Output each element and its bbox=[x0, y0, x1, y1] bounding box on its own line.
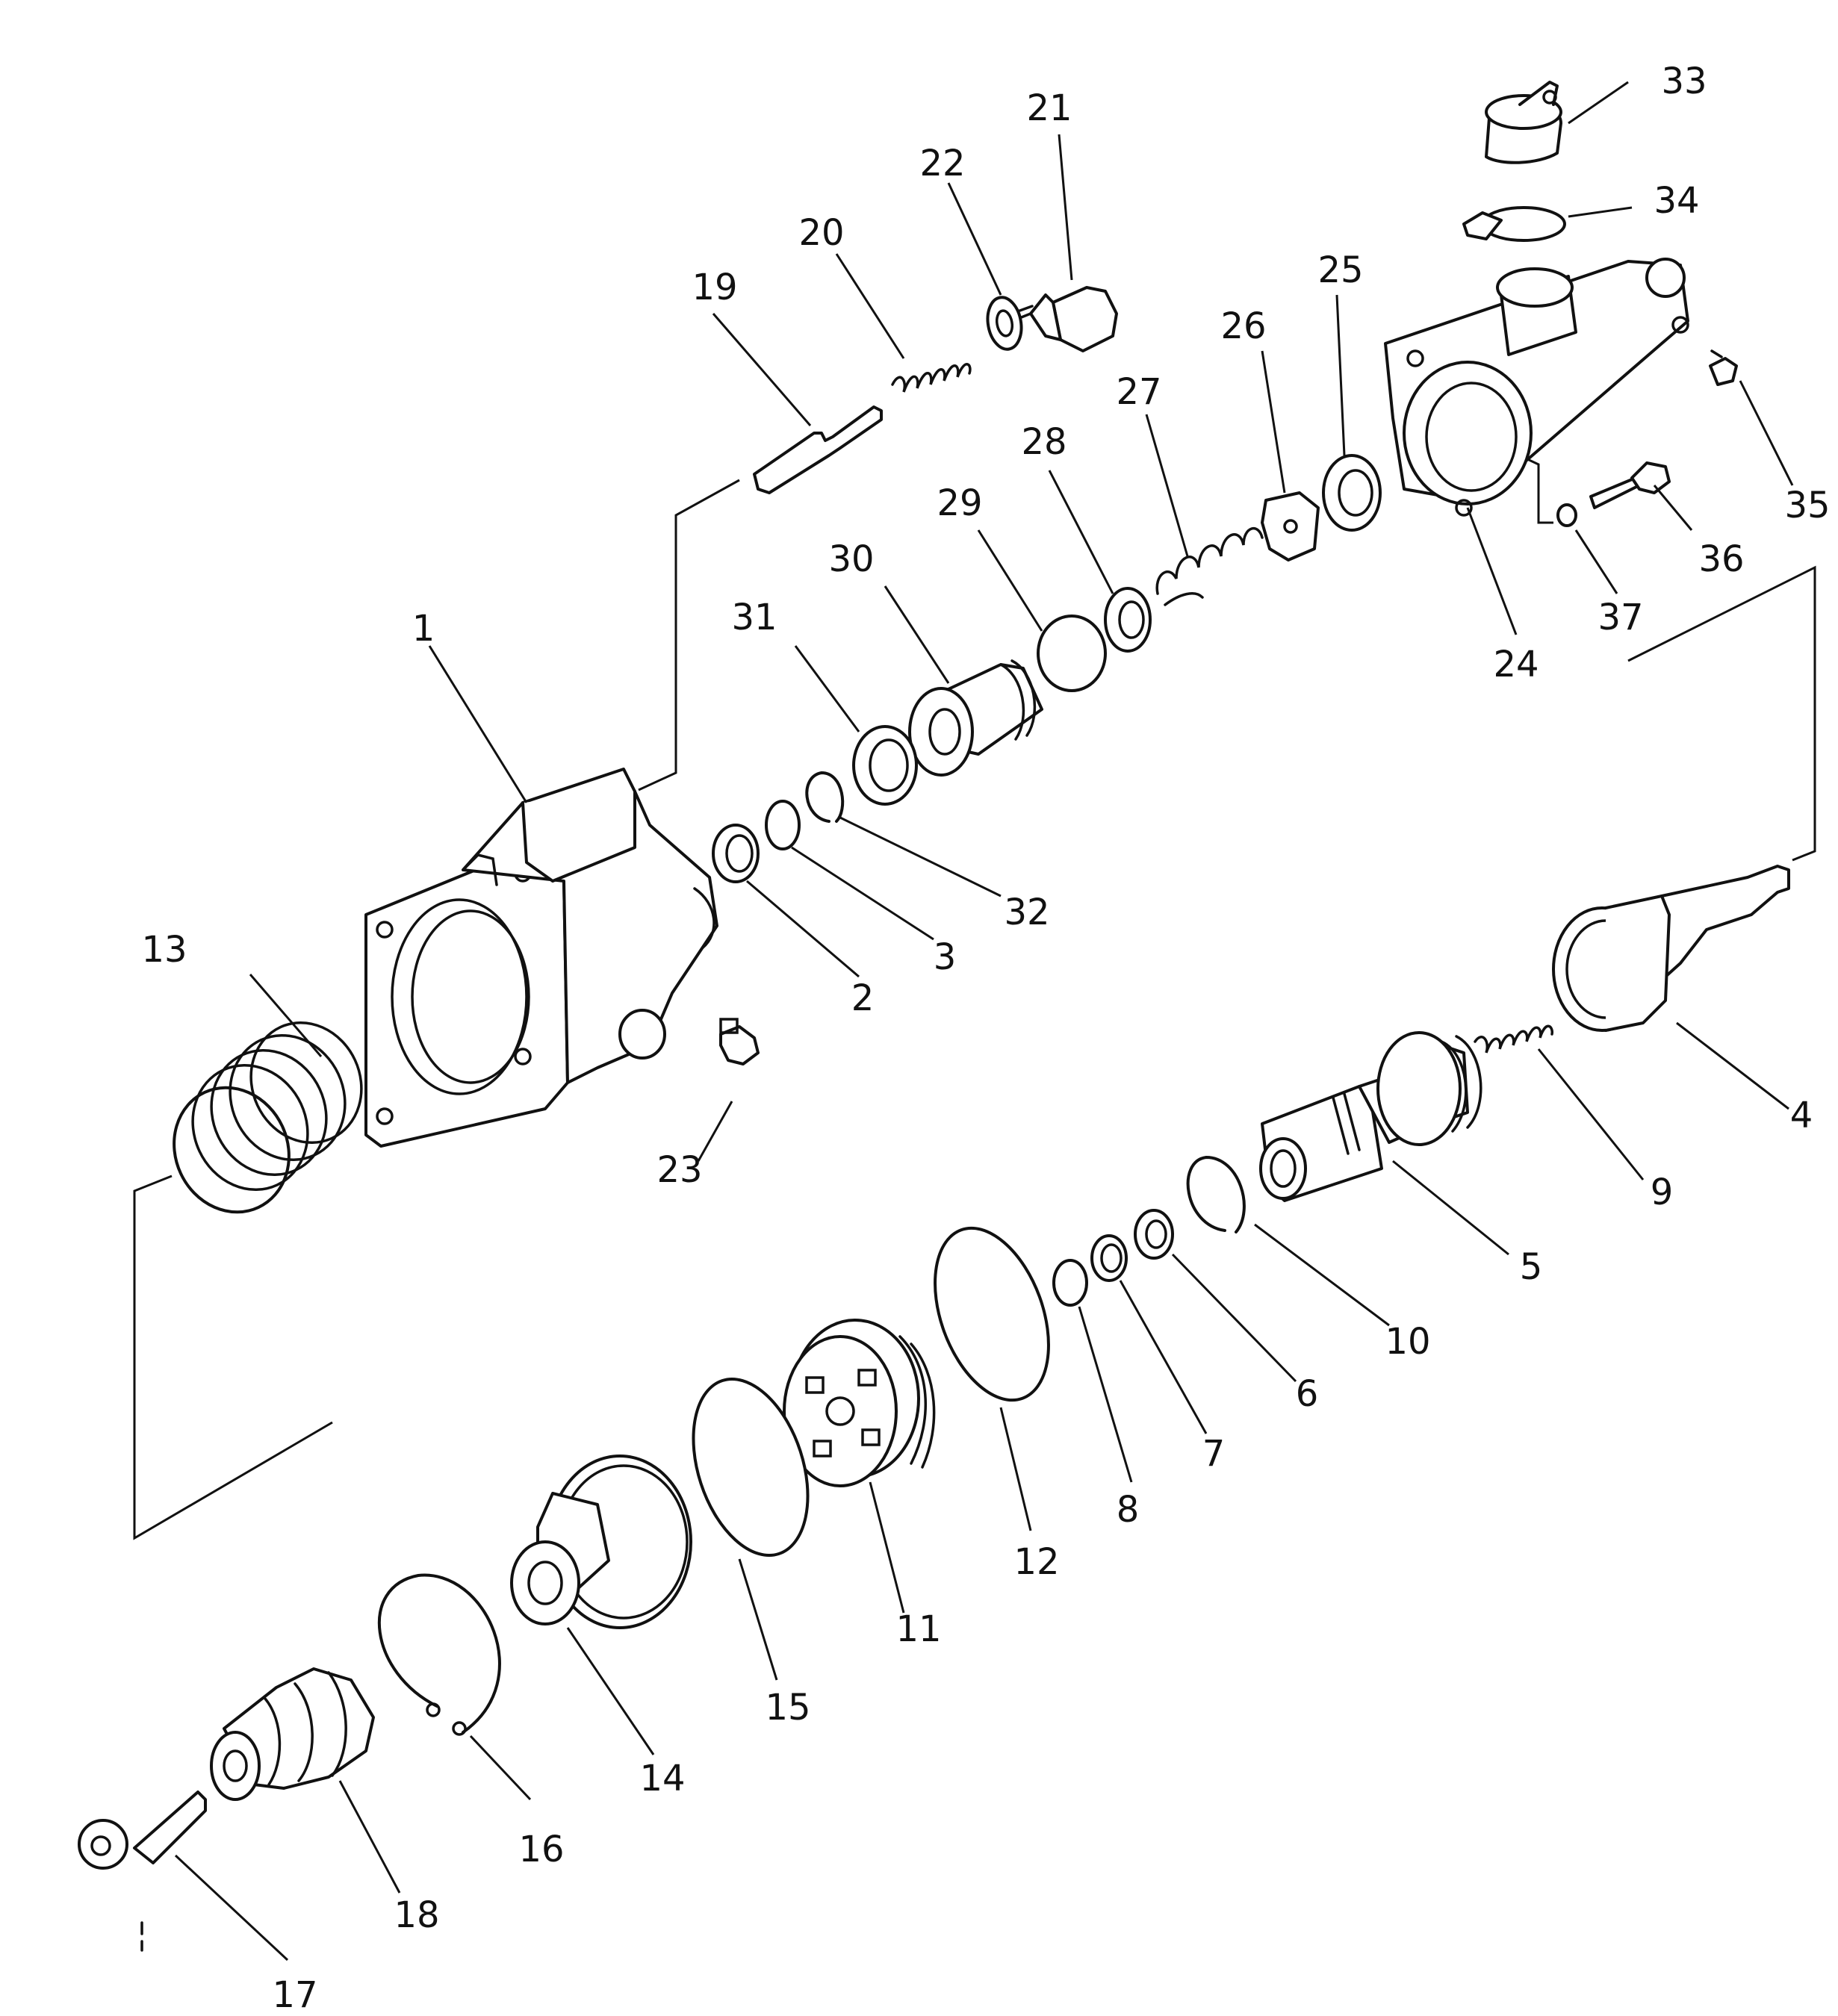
part-16-snap-ring bbox=[377, 1573, 501, 1736]
part-4-cylinder bbox=[1552, 865, 1790, 1032]
callout-1: 1 bbox=[412, 608, 435, 650]
callout-11: 11 bbox=[895, 1608, 941, 1650]
callout-17: 17 bbox=[272, 1974, 317, 2016]
part-10-snap-ring bbox=[1186, 1156, 1246, 1233]
part-3-o-ring bbox=[765, 800, 801, 850]
part-8-o-ring bbox=[1052, 1259, 1088, 1307]
part-28-retainer bbox=[1104, 587, 1152, 653]
part-7-ring bbox=[1090, 1234, 1128, 1282]
part-35-bleeder bbox=[1709, 349, 1738, 386]
callout-27: 27 bbox=[1116, 371, 1161, 413]
callout-21: 21 bbox=[1026, 87, 1072, 129]
callout-14: 14 bbox=[639, 1758, 685, 1799]
callout-leaders bbox=[174, 81, 1794, 1961]
part-25-seal bbox=[1322, 454, 1382, 532]
callout-22: 22 bbox=[919, 143, 965, 184]
part-2-seal bbox=[712, 824, 760, 883]
callout-5: 5 bbox=[1520, 1246, 1543, 1288]
callout-16: 16 bbox=[518, 1829, 564, 1870]
callout-9: 9 bbox=[1651, 1172, 1674, 1213]
callout-10: 10 bbox=[1385, 1321, 1430, 1363]
part-27-spring bbox=[1155, 526, 1264, 606]
callout-23: 23 bbox=[656, 1149, 702, 1191]
callout-34: 34 bbox=[1654, 180, 1699, 222]
callout-8: 8 bbox=[1117, 1489, 1140, 1531]
callout-7: 7 bbox=[1202, 1433, 1226, 1475]
part-34-hose-clamp bbox=[1462, 206, 1566, 242]
callout-24: 24 bbox=[1493, 644, 1539, 685]
callout-32: 32 bbox=[1004, 892, 1049, 933]
callout-35: 35 bbox=[1784, 485, 1830, 526]
part-19-pin bbox=[753, 405, 883, 494]
callout-20: 20 bbox=[798, 212, 844, 254]
callout-18: 18 bbox=[394, 1894, 439, 1936]
part-23-fitting bbox=[719, 1018, 760, 1065]
part-29-cup bbox=[1037, 615, 1107, 692]
callout-26: 26 bbox=[1220, 305, 1266, 347]
callout-15: 15 bbox=[765, 1687, 810, 1729]
callout-31: 31 bbox=[731, 597, 777, 638]
assembly-guide-lines bbox=[133, 457, 1816, 1540]
callout-numbers: 1 2 3 4 5 6 7 8 9 10 11 12 13 14 15 16 1… bbox=[141, 60, 1830, 2016]
part-11-piston-plate bbox=[783, 1319, 936, 1487]
part-26-valve-plate bbox=[1261, 491, 1320, 561]
part-32-snap-ring bbox=[805, 771, 845, 823]
part-9-spring bbox=[1474, 1024, 1553, 1054]
part-30-piston bbox=[908, 659, 1043, 777]
part-24-reservoir-body bbox=[1384, 258, 1689, 517]
part-15-o-ring bbox=[692, 1377, 810, 1558]
callout-30: 30 bbox=[828, 538, 874, 580]
callout-37: 37 bbox=[1598, 597, 1643, 638]
part-33-cap bbox=[1485, 81, 1562, 164]
callout-2: 2 bbox=[851, 977, 875, 1019]
callout-3: 3 bbox=[934, 936, 957, 978]
part-36-bolt bbox=[1589, 461, 1671, 509]
part-5-piston-rod bbox=[1259, 1031, 1482, 1202]
part-20-spring bbox=[891, 363, 972, 393]
callout-13: 13 bbox=[141, 929, 187, 971]
callout-4: 4 bbox=[1790, 1095, 1813, 1136]
callout-6: 6 bbox=[1296, 1373, 1319, 1415]
part-17-bolt bbox=[78, 1791, 207, 1870]
part-12-o-ring bbox=[934, 1226, 1050, 1402]
callout-25: 25 bbox=[1317, 249, 1363, 291]
callout-28: 28 bbox=[1021, 421, 1067, 463]
callout-19: 19 bbox=[692, 267, 737, 308]
part-14-diaphragm bbox=[510, 1455, 692, 1629]
part-37-washer bbox=[1556, 503, 1577, 527]
callout-36: 36 bbox=[1698, 538, 1744, 580]
part-31-seal bbox=[852, 725, 918, 806]
part-13-spring bbox=[173, 1021, 363, 1214]
part-6-seal bbox=[1134, 1209, 1174, 1260]
part-22-washer bbox=[986, 296, 1023, 351]
part-18-boot bbox=[210, 1667, 375, 1801]
callout-33: 33 bbox=[1661, 60, 1707, 102]
part-21-plug bbox=[1010, 286, 1118, 352]
part-1-housing bbox=[364, 768, 718, 1148]
callout-12: 12 bbox=[1013, 1541, 1059, 1583]
callout-29: 29 bbox=[937, 482, 982, 524]
